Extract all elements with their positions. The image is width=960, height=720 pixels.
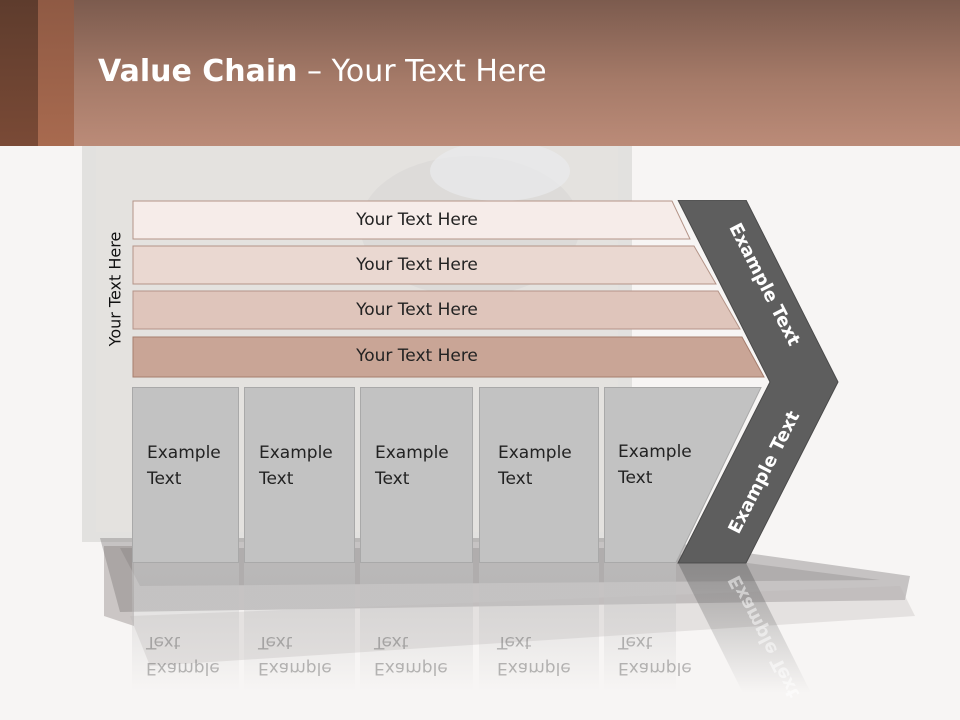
box-2-reflection-line1: Example bbox=[258, 658, 332, 678]
box-5-line1: Example bbox=[618, 442, 692, 462]
title-bar: Value Chain – Your Text Here bbox=[0, 0, 960, 146]
band-4-label: Your Text Here bbox=[356, 346, 478, 366]
box-2-line1: Example bbox=[259, 443, 333, 463]
box-4-line2: Text bbox=[498, 469, 533, 489]
box-4-reflection: Example Text bbox=[479, 563, 599, 691]
box-2-line2: Text bbox=[259, 469, 294, 489]
band-1-shape bbox=[132, 200, 691, 240]
box-5-shape bbox=[604, 387, 762, 563]
band-2-shape bbox=[132, 245, 717, 285]
accent-stripe-dark bbox=[0, 0, 38, 146]
side-label-text: Your Text Here bbox=[105, 231, 125, 347]
band-1: Your Text Here bbox=[132, 200, 692, 240]
box-4-line1: Example bbox=[498, 443, 572, 463]
band-2-label: Your Text Here bbox=[356, 255, 478, 275]
box-3-line1: Example bbox=[375, 443, 449, 463]
band-1-label: Your Text Here bbox=[356, 210, 478, 230]
band-4: Your Text Here bbox=[132, 336, 766, 378]
box-4-reflection-text: Example Text bbox=[497, 629, 592, 681]
box-4-reflection-line1: Example bbox=[497, 658, 571, 678]
box-2-reflection-line2: Text bbox=[258, 632, 293, 652]
box-3-reflection-line2: Text bbox=[374, 632, 409, 652]
box-1-line1: Example bbox=[147, 443, 221, 463]
title-rest: – Your Text Here bbox=[297, 54, 547, 89]
box-2-reflection-text: Example Text bbox=[258, 629, 353, 681]
band-3: Your Text Here bbox=[132, 290, 742, 330]
box-4-reflection-line2: Text bbox=[497, 632, 532, 652]
box-1-reflection-line1: Example bbox=[146, 658, 220, 678]
band-2: Your Text Here bbox=[132, 245, 718, 285]
box-1-reflection-text: Example Text bbox=[146, 629, 241, 681]
box-1-reflection: Example Text bbox=[132, 563, 239, 691]
box-2-reflection: Example Text bbox=[244, 563, 355, 691]
band-4-shape bbox=[132, 336, 765, 378]
box-3-reflection: Example Text bbox=[360, 563, 473, 691]
chevron-reflection bbox=[678, 563, 811, 693]
box-1-reflection-line2: Text bbox=[146, 632, 181, 652]
box-5-reflection-line2: Text bbox=[618, 632, 653, 652]
band-3-shape bbox=[132, 290, 741, 330]
accent-stripe-light bbox=[38, 0, 74, 146]
box-3-reflection-text: Example Text bbox=[374, 629, 469, 681]
title-bold: Value Chain bbox=[98, 54, 298, 89]
box-3-reflection-line1: Example bbox=[374, 658, 448, 678]
box-5-line2: Text bbox=[618, 468, 653, 488]
side-label: Your Text Here bbox=[103, 200, 127, 378]
box-3-line2: Text bbox=[375, 469, 410, 489]
band-3-label: Your Text Here bbox=[356, 300, 478, 320]
slide-title: Value Chain – Your Text Here bbox=[98, 54, 547, 89]
box-1-line2: Text bbox=[147, 469, 182, 489]
